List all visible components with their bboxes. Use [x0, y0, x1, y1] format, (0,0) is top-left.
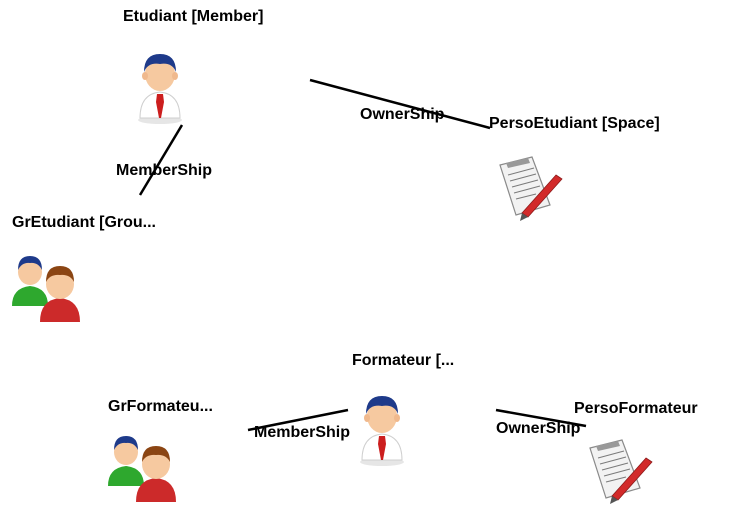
user-icon	[356, 388, 408, 473]
node-label: Formateur [...	[352, 352, 455, 369]
group-icon	[12, 250, 84, 329]
document-icon	[582, 434, 654, 511]
edge-label-membership-etudiant: MemberShip	[116, 162, 213, 179]
node-label: GrFormateu...	[108, 398, 213, 415]
node-label: GrEtudiant [Grou...	[12, 214, 156, 231]
edge-label-membership-formateur: MemberShip	[254, 424, 351, 441]
group-icon	[108, 430, 180, 509]
user-icon	[134, 46, 186, 131]
node-label: PersoFormateur	[574, 400, 698, 417]
edge-membership-etudiant	[138, 124, 184, 196]
node-label: PersoEtudiant [Space]	[489, 115, 660, 132]
edge-label-ownership-formateur: OwnerShip	[496, 420, 581, 437]
document-icon	[492, 151, 564, 228]
edge-ownership-formateur	[495, 408, 587, 428]
node-label: Etudiant [Member]	[123, 8, 264, 25]
edge-label-ownership-etudiant: OwnerShip	[360, 106, 445, 123]
edge-ownership-etudiant	[309, 78, 491, 130]
edge-membership-formateur	[247, 408, 349, 432]
